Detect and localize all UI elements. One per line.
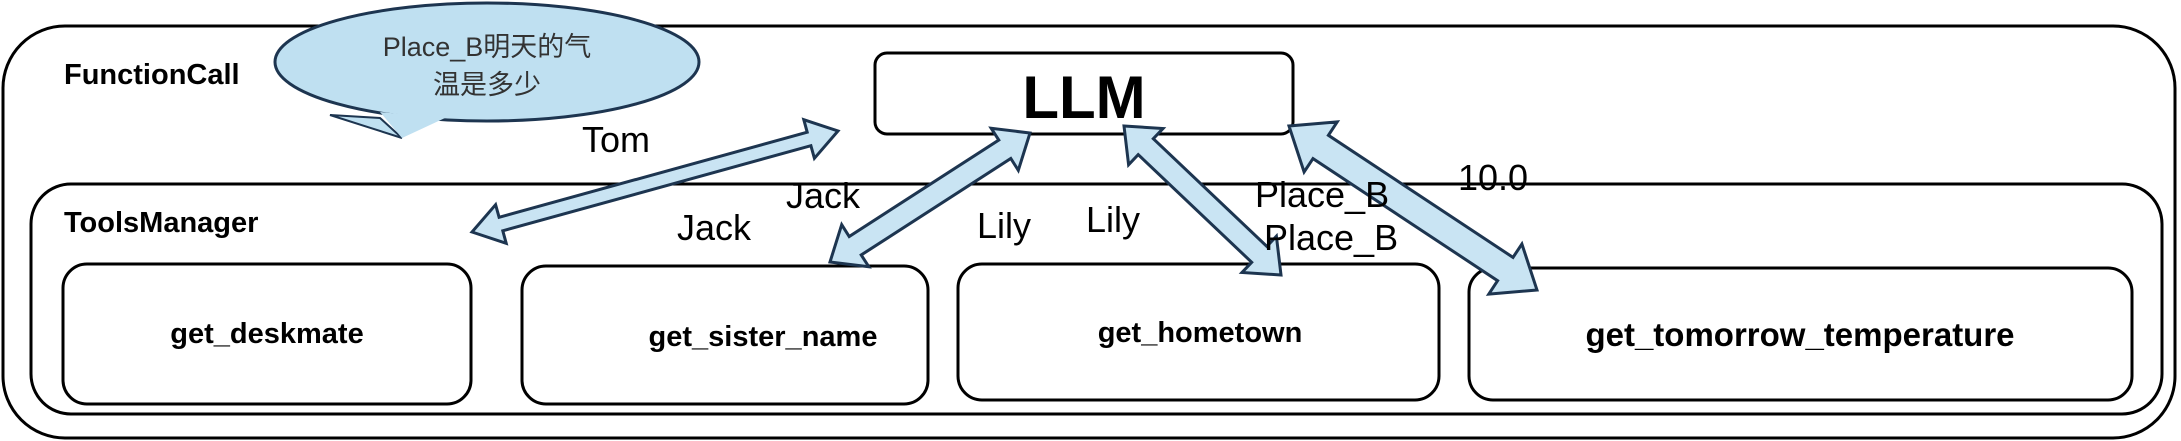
callout-line-1: Place_B明天的气 <box>383 32 592 62</box>
llm-box <box>873 51 1295 136</box>
label-place-b-up: Place_B <box>1255 174 1389 215</box>
llm-label: LLM <box>1022 64 1145 131</box>
tool-label: get_deskmate <box>170 318 363 350</box>
callout-line-2: 温是多少 <box>433 70 541 100</box>
arrow-jack <box>828 126 1032 269</box>
tools-manager-label: ToolsManager <box>64 207 258 239</box>
label-jack-down: Jack <box>677 207 752 248</box>
label-lily-right: Lily <box>1086 199 1140 240</box>
tool-box <box>956 262 1441 402</box>
tool-get-sister-name: get_sister_name <box>520 264 930 406</box>
arrow-tom <box>469 117 841 246</box>
callout-tail <box>380 112 445 138</box>
question-callout: Place_B明天的气 温是多少 <box>273 1 701 139</box>
label-jack-up: Jack <box>786 175 861 216</box>
callout-bubble <box>273 1 701 123</box>
tool-get-hometown: get_hometown <box>956 262 1441 402</box>
label-lily-left: Lily <box>977 205 1031 246</box>
tool-box <box>61 262 473 406</box>
tool-box <box>520 264 930 406</box>
tool-box <box>1467 266 2134 402</box>
arrows-layer <box>469 117 1540 296</box>
arrow-lily <box>1122 124 1283 277</box>
tool-label: get_hometown <box>1098 317 1303 349</box>
label-place-b-down: Place_B <box>1264 217 1398 258</box>
callout-shape <box>329 114 403 139</box>
arrow-temperature <box>1286 120 1540 296</box>
tool-get-deskmate: get_deskmate <box>61 262 473 406</box>
tool-label: get_sister_name <box>649 321 878 353</box>
label-temp-value: 10.0 <box>1458 157 1528 198</box>
label-tom: Tom <box>582 119 650 160</box>
function-call-label: FunctionCall <box>64 59 240 91</box>
tool-label: get_tomorrow_temperature <box>1585 316 2014 353</box>
tool-get-tomorrow-temperature: get_tomorrow_temperature <box>1467 266 2134 402</box>
